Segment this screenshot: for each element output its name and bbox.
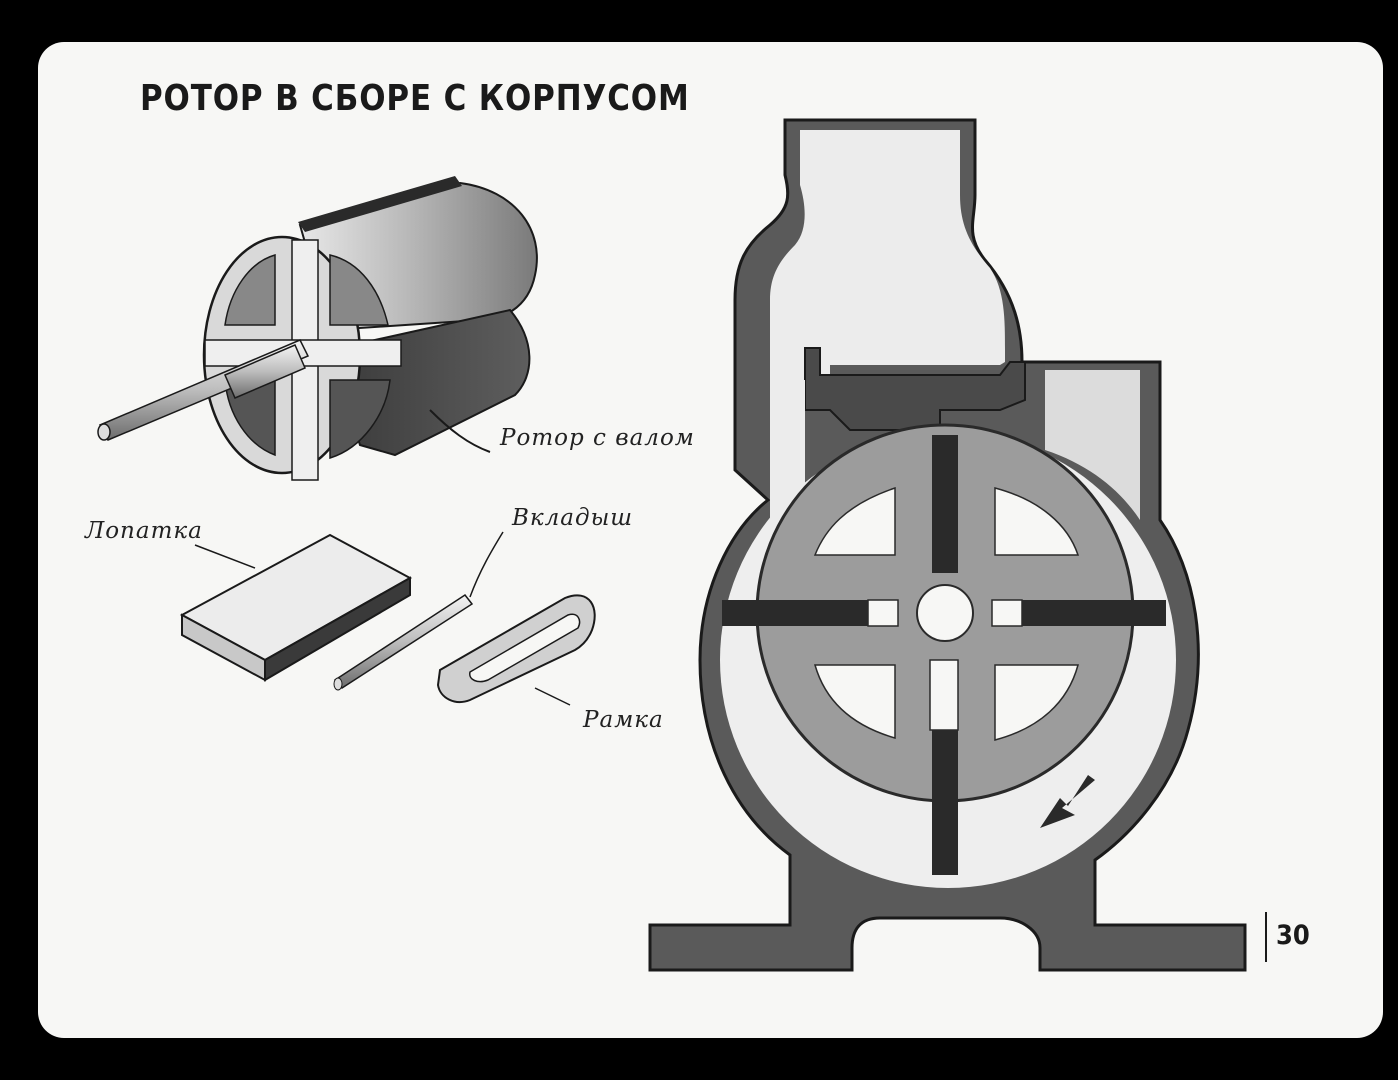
housing-vane-left [722,600,868,626]
housing-vane-bottom [932,730,958,875]
housing-inlet-channel [770,380,805,530]
frame-drawing [436,594,596,706]
blade-side [264,576,411,682]
blade-leader-line [194,544,256,569]
rotor-window-tl [224,254,276,326]
rotor-shaft-end [97,423,111,441]
housing-rotor-window-bl [814,664,896,739]
rotor-leader-line [429,409,491,453]
rotation-arrow [1040,775,1095,828]
rotor-window-bl [224,379,276,457]
housing-outlet-cavity [1045,370,1140,520]
insert-rod-end [333,677,343,691]
label-insert: Вкладыш [512,505,634,531]
label-frame: Рамка [583,707,664,733]
housing-divider-lip [804,347,1026,431]
blade-drawing [179,533,413,682]
housing-rotor-window-tl [813,486,896,556]
frame-leader-line [534,687,571,706]
housing-drawing [648,118,1247,972]
insert-leader-line [469,531,504,598]
page-number-divider [1265,912,1267,962]
housing-vane-right [1022,600,1166,626]
housing-rotor-hub [916,584,974,642]
rotor-hub [224,344,306,399]
rotor-window-tr [329,254,389,326]
rotor-top-slot [298,176,462,232]
housing-slot-left [867,599,899,627]
rotor-window-br [329,379,391,460]
slide-title: РОТОР В СБОРЕ С КОРПУСОМ [140,78,690,119]
housing-inlet-cavity [770,130,1005,380]
page-number: 30 [1276,920,1310,951]
insert-drawing [333,531,504,691]
housing-vane-top [932,435,958,573]
label-rotor-with-shaft: Ротор с валом [500,425,695,451]
housing-slot-bottom [929,659,959,731]
frame-inner [469,613,581,683]
rotor-with-shaft-drawing [97,176,538,481]
housing-rotor-window-tr [994,487,1080,556]
label-blade: Лопатка [85,518,203,544]
housing-rotor-window-br [994,664,1079,741]
housing-slot-right [991,599,1023,627]
